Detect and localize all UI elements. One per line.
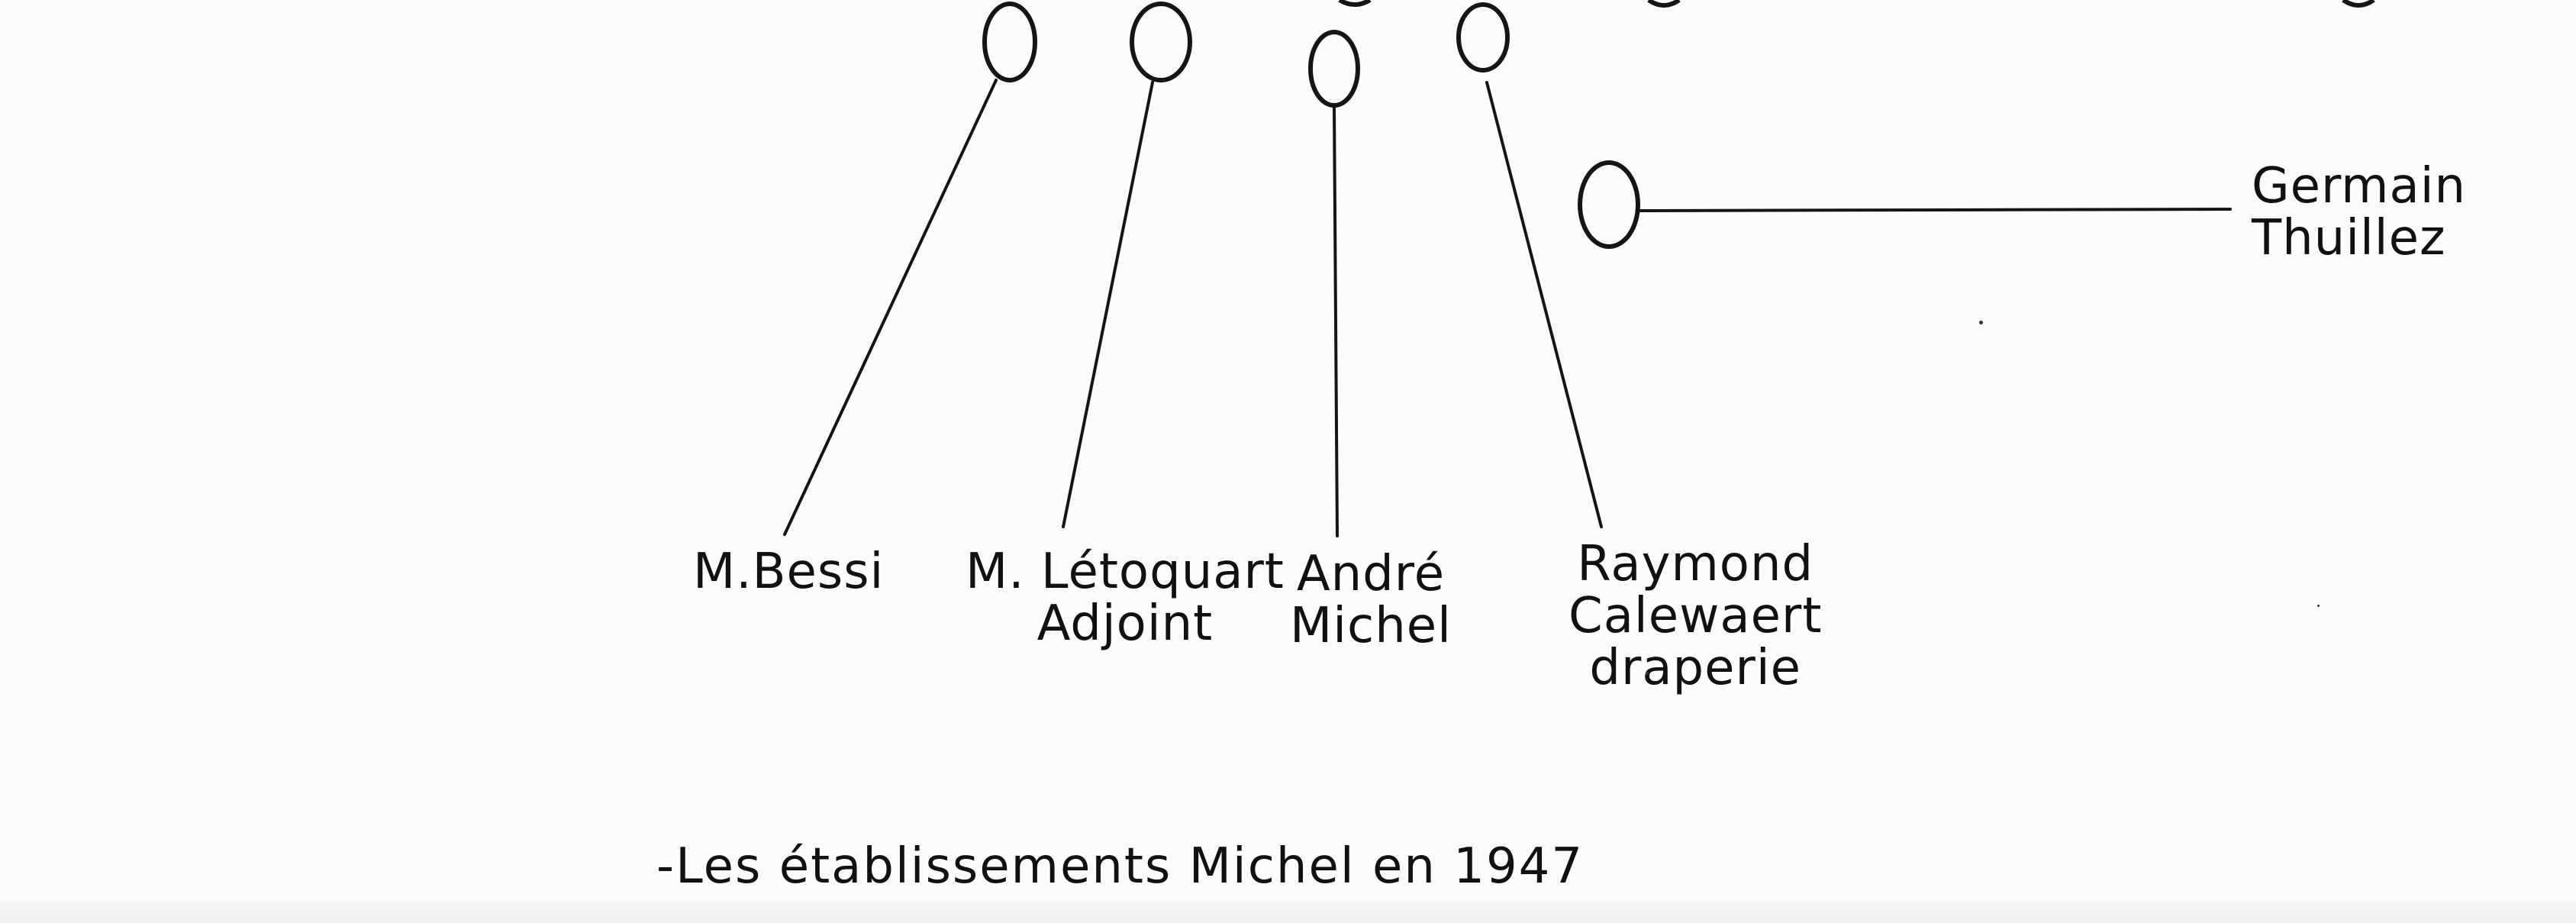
head-marker-thuillez — [1578, 160, 1640, 249]
head-marker-andre-michel — [1308, 30, 1360, 108]
label-thuillez-line-2: Thuillez — [2252, 210, 2446, 266]
label-calewaert-line-2: Calewaert — [1568, 588, 1823, 644]
label-bessi-line-1: M.Bessi — [693, 544, 885, 600]
label-letoquart-line-2: Adjoint — [1037, 595, 1214, 652]
head-marker-letoquart — [1130, 2, 1192, 82]
leader-line-calewaert — [1485, 81, 1603, 528]
label-letoquart: M. Létoquart Adjoint — [966, 546, 1285, 650]
leader-line-thuillez — [1636, 208, 2232, 212]
head-marker-cropped-3 — [2342, 0, 2375, 8]
label-andre-michel-line-1: André — [1296, 546, 1446, 602]
head-marker-cropped-1 — [1338, 0, 1372, 7]
head-marker-cropped-2 — [1647, 0, 1681, 8]
label-letoquart-line-1: M. Létoquart — [966, 544, 1285, 600]
label-calewaert-line-1: Raymond — [1577, 536, 1814, 592]
leader-line-bessi — [783, 79, 998, 536]
label-bessi: M.Bessi — [693, 546, 884, 598]
label-thuillez: Germain Thuillez — [2252, 160, 2466, 264]
leader-line-andre-michel — [1333, 105, 1339, 537]
paper-speck — [1979, 321, 1983, 324]
label-calewaert: Raymond Calewaert draperie — [1568, 538, 1822, 694]
page-bottom-edge — [0, 901, 2576, 923]
label-calewaert-line-3: draperie — [1589, 640, 1802, 696]
paper-speck — [2317, 605, 2320, 607]
head-marker-bessi — [982, 2, 1037, 82]
leader-line-letoquart — [1062, 81, 1154, 528]
paper-speck — [1646, 672, 1649, 675]
label-andre-michel-line-2: Michel — [1290, 598, 1452, 654]
label-thuillez-line-1: Germain — [2252, 158, 2467, 215]
label-andre-michel: André Michel — [1290, 548, 1452, 652]
head-marker-calewaert — [1456, 2, 1510, 73]
figure-caption: -Les établissements Michel en 1947 — [656, 838, 1585, 895]
